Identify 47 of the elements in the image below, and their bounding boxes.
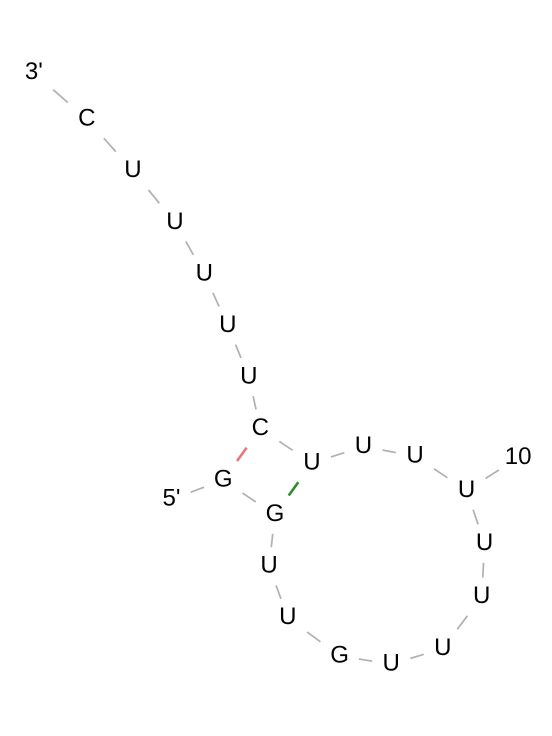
node-text: U [406, 441, 424, 468]
node-text: C [252, 414, 270, 441]
connector [148, 188, 160, 204]
connector [236, 446, 248, 462]
connector [472, 508, 479, 524]
node-text: G [214, 465, 233, 492]
node-text: G [330, 640, 349, 668]
connector [330, 451, 345, 458]
node-text: 10 [504, 442, 532, 470]
connector [456, 614, 468, 630]
node-text: U [458, 475, 476, 502]
connector [270, 533, 274, 547]
node-text: U [196, 258, 213, 286]
connector [278, 440, 294, 451]
node-text: 5' [162, 484, 181, 512]
connector [212, 292, 220, 306]
connector [190, 486, 204, 492]
node-text: U [279, 602, 297, 630]
connector [410, 653, 424, 659]
connector [382, 448, 396, 453]
node-text: U [219, 310, 236, 338]
connector [242, 492, 256, 502]
node-text: U [240, 362, 258, 389]
connector [234, 344, 242, 358]
connector [103, 137, 116, 152]
node-text: G [266, 500, 284, 527]
node-text: U [473, 582, 490, 609]
connector [358, 658, 372, 662]
node-text: U [354, 431, 372, 458]
connector [252, 395, 257, 410]
node-text: U [434, 633, 452, 660]
connector [306, 630, 321, 642]
connector [288, 480, 300, 496]
node-text: U [303, 448, 321, 475]
node-text: U [260, 551, 278, 578]
node-text: C [78, 104, 96, 132]
node-text: U [382, 649, 400, 676]
connector [485, 468, 500, 479]
node-text: U [476, 528, 494, 556]
node-text: U [124, 156, 142, 183]
connector [185, 240, 194, 255]
connector [52, 88, 68, 103]
connector [434, 468, 448, 478]
node-text: U [166, 207, 184, 234]
connector [275, 584, 282, 599]
node-text: 3' [24, 58, 43, 85]
connector [482, 562, 484, 578]
